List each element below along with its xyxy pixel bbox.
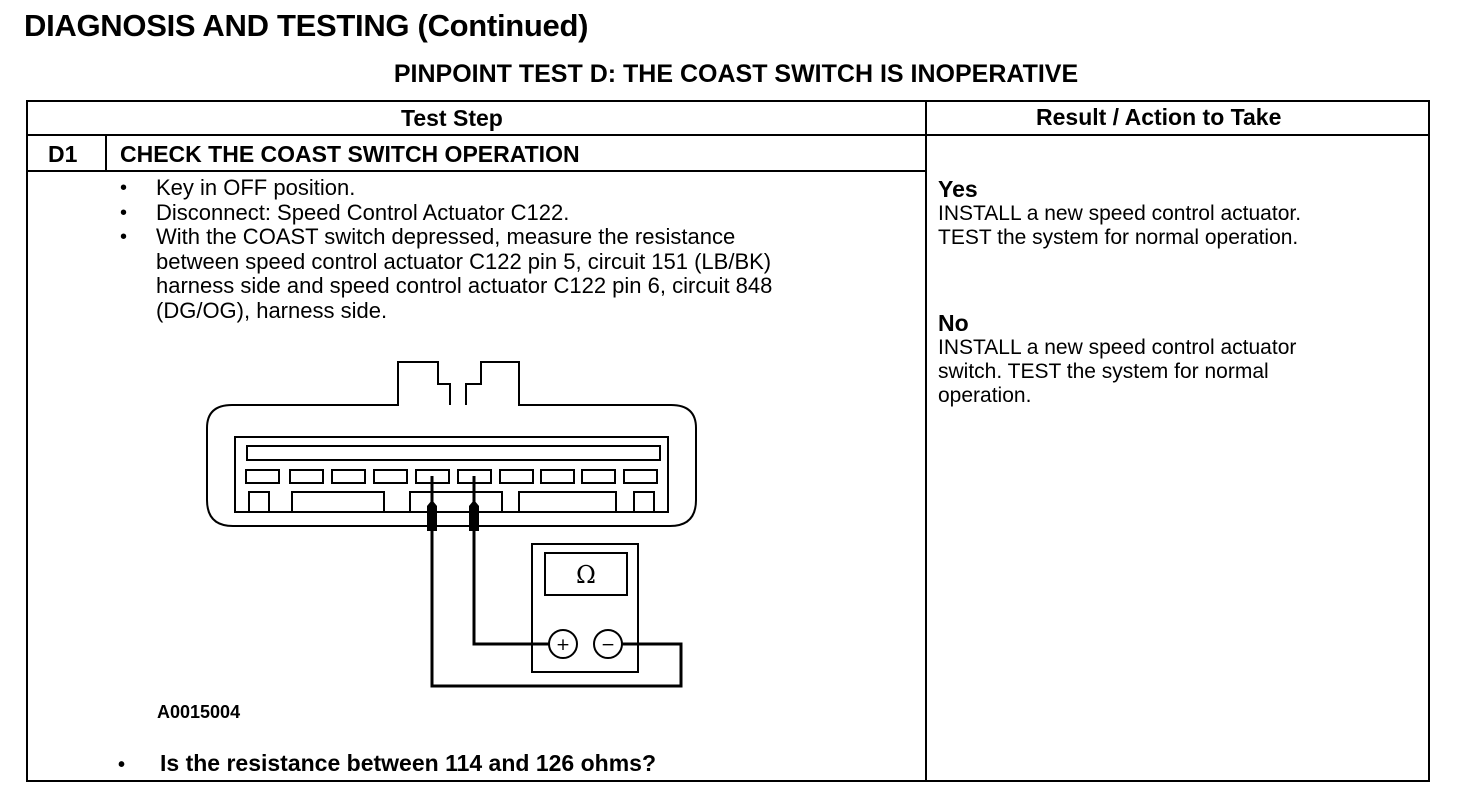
ohm-symbol: Ω [576, 561, 596, 589]
step-title-divider [26, 170, 926, 172]
instruction-item: Disconnect: Speed Control Actuator C122. [118, 200, 772, 226]
result-yes-label: Yes [938, 176, 978, 202]
column-header-result: Result / Action to Take [1036, 104, 1282, 130]
result-no-action: INSTALL a new speed control actuator swi… [938, 336, 1297, 407]
minus-label: − [601, 635, 615, 655]
instruction-item: Key in OFF position. [118, 175, 772, 201]
ohmmeter-display [544, 552, 628, 596]
instruction-list: Key in OFF position. Disconnect: Speed C… [118, 175, 772, 323]
figure-id: A0015004 [157, 702, 241, 722]
step-id-divider [105, 136, 107, 171]
instruction-item: With the COAST switch depressed, measure… [118, 224, 772, 323]
bullet: • [118, 754, 126, 776]
page-heading: DIAGNOSIS AND TESTING (Continued) [24, 8, 589, 43]
terminal-cavity [331, 469, 366, 484]
connector-ohmmeter-diagram: Ω + − [206, 361, 697, 688]
terminal-cavity [245, 469, 280, 484]
table-column-divider [925, 100, 927, 780]
connector-top-slot [246, 445, 661, 461]
step-id: D1 [48, 141, 78, 167]
connector-body [234, 436, 669, 513]
step-title: CHECK THE COAST SWITCH OPERATION [120, 141, 580, 167]
terminal-cavity [540, 469, 575, 484]
probe-tip-pin6 [469, 500, 479, 531]
connector-outline [206, 361, 697, 527]
probe-tip-pin5 [427, 500, 437, 531]
test-lead-pin5 [430, 476, 683, 688]
terminal-cavity [373, 469, 408, 484]
connector-keying [248, 491, 655, 512]
table-header-divider [26, 134, 1428, 136]
terminal-cavity [499, 469, 534, 484]
pinpoint-test-table [26, 100, 1430, 782]
step-question: • Is the resistance between 114 and 126 o… [118, 750, 656, 777]
column-header-test-step: Test Step [401, 105, 503, 131]
terminal-cavity [623, 469, 658, 484]
result-yes-action: INSTALL a new speed control actuator. TE… [938, 202, 1302, 249]
terminal-cavity [289, 469, 324, 484]
plus-label: + [556, 635, 570, 655]
test-lead-pin6 [472, 476, 549, 646]
terminal-cavity [581, 469, 616, 484]
ohmmeter-body [531, 543, 639, 673]
result-no-label: No [938, 310, 969, 336]
question-text: Is the resistance between 114 and 126 oh… [160, 750, 656, 776]
pinpoint-test-title: PINPOINT TEST D: THE COAST SWITCH IS INO… [393, 60, 1079, 88]
